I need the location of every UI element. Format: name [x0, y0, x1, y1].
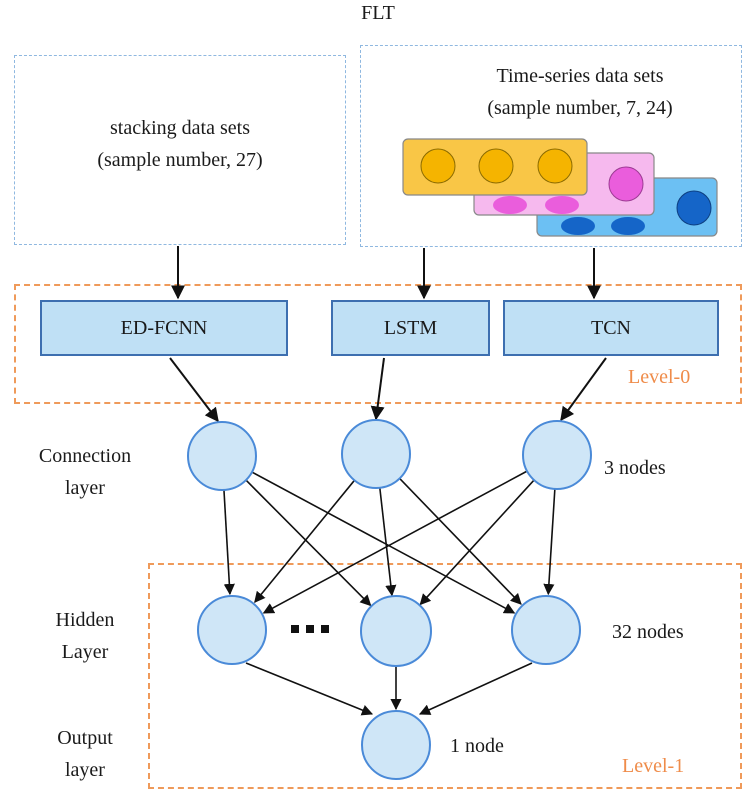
- level1-box: [148, 563, 742, 789]
- card-blue-node: [561, 217, 595, 235]
- hidden-layer-line1: Hidden: [55, 609, 115, 631]
- card-yellow-node: [420, 148, 456, 184]
- edge-connection-to-hidden: [245, 479, 372, 607]
- hidden-node: [360, 595, 432, 667]
- level1-label: Level-1: [622, 755, 685, 777]
- output-layer-line1: Output: [57, 727, 113, 749]
- hidden-node-count: 32 nodes: [612, 621, 684, 643]
- connection-layer-line1: Connection: [38, 445, 132, 467]
- connection-node: [522, 420, 592, 490]
- output-node-count: 1 node: [450, 735, 504, 757]
- model-lstm: LSTM: [331, 300, 490, 356]
- hidden-layer-line2: Layer: [61, 641, 109, 663]
- card-pink-node: [545, 196, 579, 214]
- connection-node: [187, 421, 257, 491]
- edge-connection-to-hidden: [543, 488, 556, 596]
- connection-layer-line2: layer: [65, 477, 105, 499]
- hidden-layer-label: Hidden Layer: [30, 604, 140, 668]
- connection-layer-label: Connection layer: [10, 440, 160, 504]
- output-layer-label: Output layer: [30, 722, 140, 786]
- card-yellow-node: [478, 148, 514, 184]
- arrow-lstm-to-node: [370, 357, 385, 421]
- arrow-edfcnn-to-node: [169, 357, 219, 423]
- edge-connection-to-hidden: [399, 477, 522, 605]
- edge-connection-to-hidden: [251, 471, 516, 614]
- card-yellow-node: [537, 148, 573, 184]
- card-pink-node: [608, 166, 644, 202]
- stacking-input-line2: (sample number, 27): [97, 149, 263, 171]
- stacking-input-label: stacking data sets (sample number, 27): [14, 112, 346, 176]
- model-lstm-label: LSTM: [383, 316, 438, 339]
- stacking-input-box: [14, 55, 346, 245]
- arrow-tcn-to-node: [560, 357, 607, 422]
- stacking-input-line1: stacking data sets: [110, 117, 250, 139]
- model-ed-fcnn: ED-FCNN: [40, 300, 288, 356]
- timeseries-input-box: [360, 45, 742, 247]
- timeseries-cards: [402, 138, 718, 237]
- hidden-node: [511, 595, 581, 665]
- edge-hidden-to-output: [245, 662, 374, 716]
- edge-connection-to-hidden: [223, 489, 235, 596]
- timeseries-input-line2: (sample number, 7, 24): [487, 97, 673, 119]
- card-pink-node: [493, 196, 527, 214]
- hidden-ellipsis: [291, 625, 329, 633]
- model-ed-fcnn-label: ED-FCNN: [120, 316, 208, 339]
- edge-connection-to-hidden: [379, 487, 397, 597]
- output-node: [361, 710, 431, 780]
- model-tcn: TCN: [503, 300, 719, 356]
- output-layer-line2: layer: [65, 759, 105, 781]
- card-blue-node: [611, 217, 645, 235]
- connection-node: [341, 419, 411, 489]
- edge-hidden-to-output: [418, 662, 533, 715]
- diagram-title: FLT: [361, 2, 395, 24]
- hidden-node: [197, 595, 267, 665]
- level0-label: Level-0: [628, 366, 691, 388]
- edge-connection-to-hidden: [254, 479, 356, 604]
- model-tcn-label: TCN: [591, 316, 631, 339]
- edge-connection-to-hidden: [419, 479, 535, 606]
- timeseries-input-label: Time-series data sets (sample number, 7,…: [420, 60, 740, 124]
- connection-node-count: 3 nodes: [604, 457, 666, 479]
- card-blue-node: [676, 190, 712, 226]
- edge-connection-to-hidden: [262, 470, 528, 614]
- timeseries-input-line1: Time-series data sets: [496, 65, 664, 87]
